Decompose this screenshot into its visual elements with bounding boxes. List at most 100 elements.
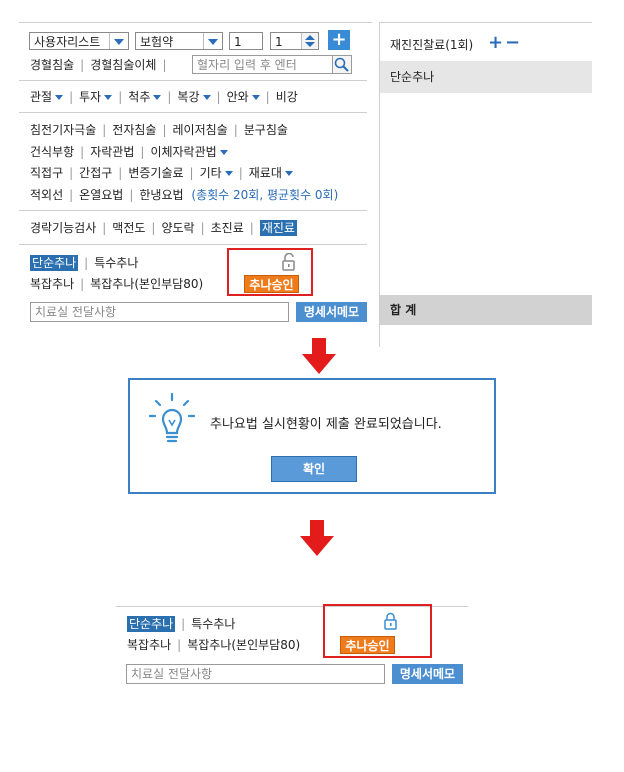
treatment-note-placeholder: 치료실 전달사항: [35, 305, 117, 319]
arrow-down-icon: [300, 520, 334, 556]
highlight-box: [323, 604, 432, 658]
add-button[interactable]: +: [328, 30, 350, 50]
cupping-row: 건식부항|자락관법|이체자락관법: [30, 143, 228, 161]
complex-chuna-80[interactable]: 복잡추나(본인부담80): [90, 277, 204, 291]
divider: [19, 112, 367, 113]
remove-item-button[interactable]: −: [505, 32, 521, 53]
chuna-approve-button[interactable]: 추나승인: [244, 275, 299, 293]
chevron-down-icon: [224, 171, 233, 176]
treatment-item[interactable]: 자락관법: [90, 145, 135, 159]
treatment-item[interactable]: 이체자락관법: [150, 145, 217, 159]
divider: [19, 210, 367, 211]
body-part-item[interactable]: 복강: [177, 90, 200, 104]
treatment-item[interactable]: 한냉요법: [139, 188, 184, 202]
add-item-button[interactable]: +: [488, 32, 504, 53]
qty-stepper-value: 1: [275, 35, 283, 49]
treatment-item[interactable]: 적외선: [30, 188, 64, 202]
treatment-item[interactable]: 초진료: [210, 221, 244, 235]
user-list-select-value: 사용자리스트: [34, 35, 101, 49]
stepper-arrows-icon[interactable]: [301, 33, 318, 49]
chevron-down-icon: [153, 95, 162, 100]
treatment-item[interactable]: 건식부항: [30, 145, 75, 159]
complex-chuna[interactable]: 복잡추나: [30, 277, 75, 291]
complex-chuna-80[interactable]: 복잡추나(본인부담80): [187, 638, 301, 652]
body-part-item[interactable]: 안와: [226, 90, 249, 104]
search-icon: [334, 57, 349, 72]
body-part-item[interactable]: 관절: [30, 90, 53, 104]
chevron-down-icon: [202, 95, 211, 100]
treatment-item[interactable]: 침전기자극술: [30, 123, 97, 137]
chuna-row-1: 단순추나|특수추나: [30, 255, 139, 271]
complex-chuna[interactable]: 복잡추나: [127, 638, 172, 652]
dialog-message: 추나요법 실시현황이 제출 완료되었습니다.: [210, 417, 442, 432]
treatment-item[interactable]: 양도락: [161, 221, 195, 235]
fee-item-label: 단순추나: [390, 70, 435, 84]
chuna-row-2: 복잡추나|복잡추나(본인부담80): [30, 277, 204, 291]
special-chuna[interactable]: 특수추나: [94, 256, 139, 270]
qty-input-value: 1: [234, 35, 242, 49]
exam-row: 경락기능검사|맥전도|양도락|초진료|재진료: [30, 220, 297, 236]
insurance-select[interactable]: 보험약: [135, 32, 223, 50]
treatment-item[interactable]: 기타: [199, 166, 222, 180]
acupoint-placeholder: 혈자리 입력 후 엔터: [197, 58, 297, 72]
acupuncture-row: 경혈침술|경혈침술이체|: [30, 58, 167, 72]
divider: [19, 80, 367, 81]
confirmation-dialog: 추나요법 실시현황이 제출 완료되었습니다. 확인: [128, 378, 496, 494]
search-button[interactable]: [332, 55, 352, 74]
qty-stepper[interactable]: 1: [270, 32, 319, 50]
qty-input[interactable]: 1: [229, 32, 263, 50]
total-row: 합 계: [380, 295, 592, 325]
statement-memo-button[interactable]: 명세서메모: [296, 302, 367, 322]
ok-button[interactable]: 확인: [271, 456, 357, 482]
treatment-item[interactable]: 변증기술료: [128, 166, 184, 180]
needle-row: 침전기자극술|전자침술|레이저침술|분구침술: [30, 123, 288, 137]
treatment-item[interactable]: 직접구: [30, 166, 64, 180]
body-part-row: 관절|투자|척추|복강|안와|비강: [30, 90, 298, 104]
divider: [19, 244, 367, 245]
insurance-select-value: 보험약: [140, 35, 174, 49]
treatment-item[interactable]: 전자침술: [112, 123, 157, 137]
chuna-approve-button[interactable]: 추나승인: [340, 636, 395, 654]
chevron-down-icon: [284, 171, 293, 176]
treatment-item[interactable]: 재료대: [248, 166, 282, 180]
treatment-note-input[interactable]: 치료실 전달사항: [30, 302, 289, 322]
treatment-item[interactable]: 분구침술: [243, 123, 288, 137]
unlock-icon: [282, 253, 295, 271]
treatment-item[interactable]: 레이저침술: [172, 123, 228, 137]
revisit-fee-title: 재진진찰료(1회): [390, 36, 473, 54]
treatment-item[interactable]: 간접구: [79, 166, 113, 180]
treatment-item[interactable]: 경혈침술: [30, 58, 75, 72]
chuna-panel-after: [116, 606, 468, 697]
moxa-row: 직접구|간접구|변증기술료|기타|재료대: [30, 164, 293, 182]
treatment-item[interactable]: 온열요법: [79, 188, 124, 202]
acupoint-input[interactable]: 혈자리 입력 후 엔터: [192, 55, 352, 74]
treatment-item[interactable]: 경락기능검사: [30, 221, 97, 235]
treatment-item[interactable]: 경혈침술이체: [90, 58, 157, 72]
treatment-note-input[interactable]: 치료실 전달사항: [126, 664, 385, 684]
highlight-box: [227, 248, 313, 296]
statement-memo-button[interactable]: 명세서메모: [392, 664, 463, 684]
user-list-select[interactable]: 사용자리스트: [29, 32, 129, 50]
body-part-item[interactable]: 투자: [79, 90, 102, 104]
simple-chuna-selected[interactable]: 단순추나: [127, 616, 176, 632]
total-label: 합 계: [390, 303, 417, 317]
chevron-down-icon: [109, 33, 128, 49]
revisit-fee-label: 재진진찰료(1회): [390, 38, 474, 52]
revisit-fee-selected[interactable]: 재진료: [259, 220, 297, 236]
chevron-down-icon: [203, 33, 222, 49]
body-part-item[interactable]: 비강: [275, 90, 298, 104]
treatment-item[interactable]: 맥전도: [112, 221, 146, 235]
treatment-panel: [19, 22, 372, 333]
fee-item-row[interactable]: 단순추나: [380, 61, 592, 93]
treatment-note-placeholder: 치료실 전달사항: [131, 667, 213, 681]
simple-chuna-selected[interactable]: 단순추나: [30, 255, 79, 271]
chuna-row-2-after: 복잡추나|복잡추나(본인부담80): [127, 638, 301, 652]
body-part-item[interactable]: 척추: [128, 90, 151, 104]
chuna-row-1-after: 단순추나|특수추나: [127, 616, 236, 632]
special-chuna[interactable]: 특수추나: [191, 617, 236, 631]
therapy-row: 적외선|온열요법|한냉요법 (총횟수 20회, 평균횟수 0회): [30, 188, 339, 202]
fee-summary-panel: 재진진찰료(1회) + − 단순추나 합 계: [379, 22, 592, 347]
chevron-down-icon: [251, 95, 260, 100]
lightbulb-icon: [148, 392, 196, 443]
lock-icon: [384, 612, 397, 630]
